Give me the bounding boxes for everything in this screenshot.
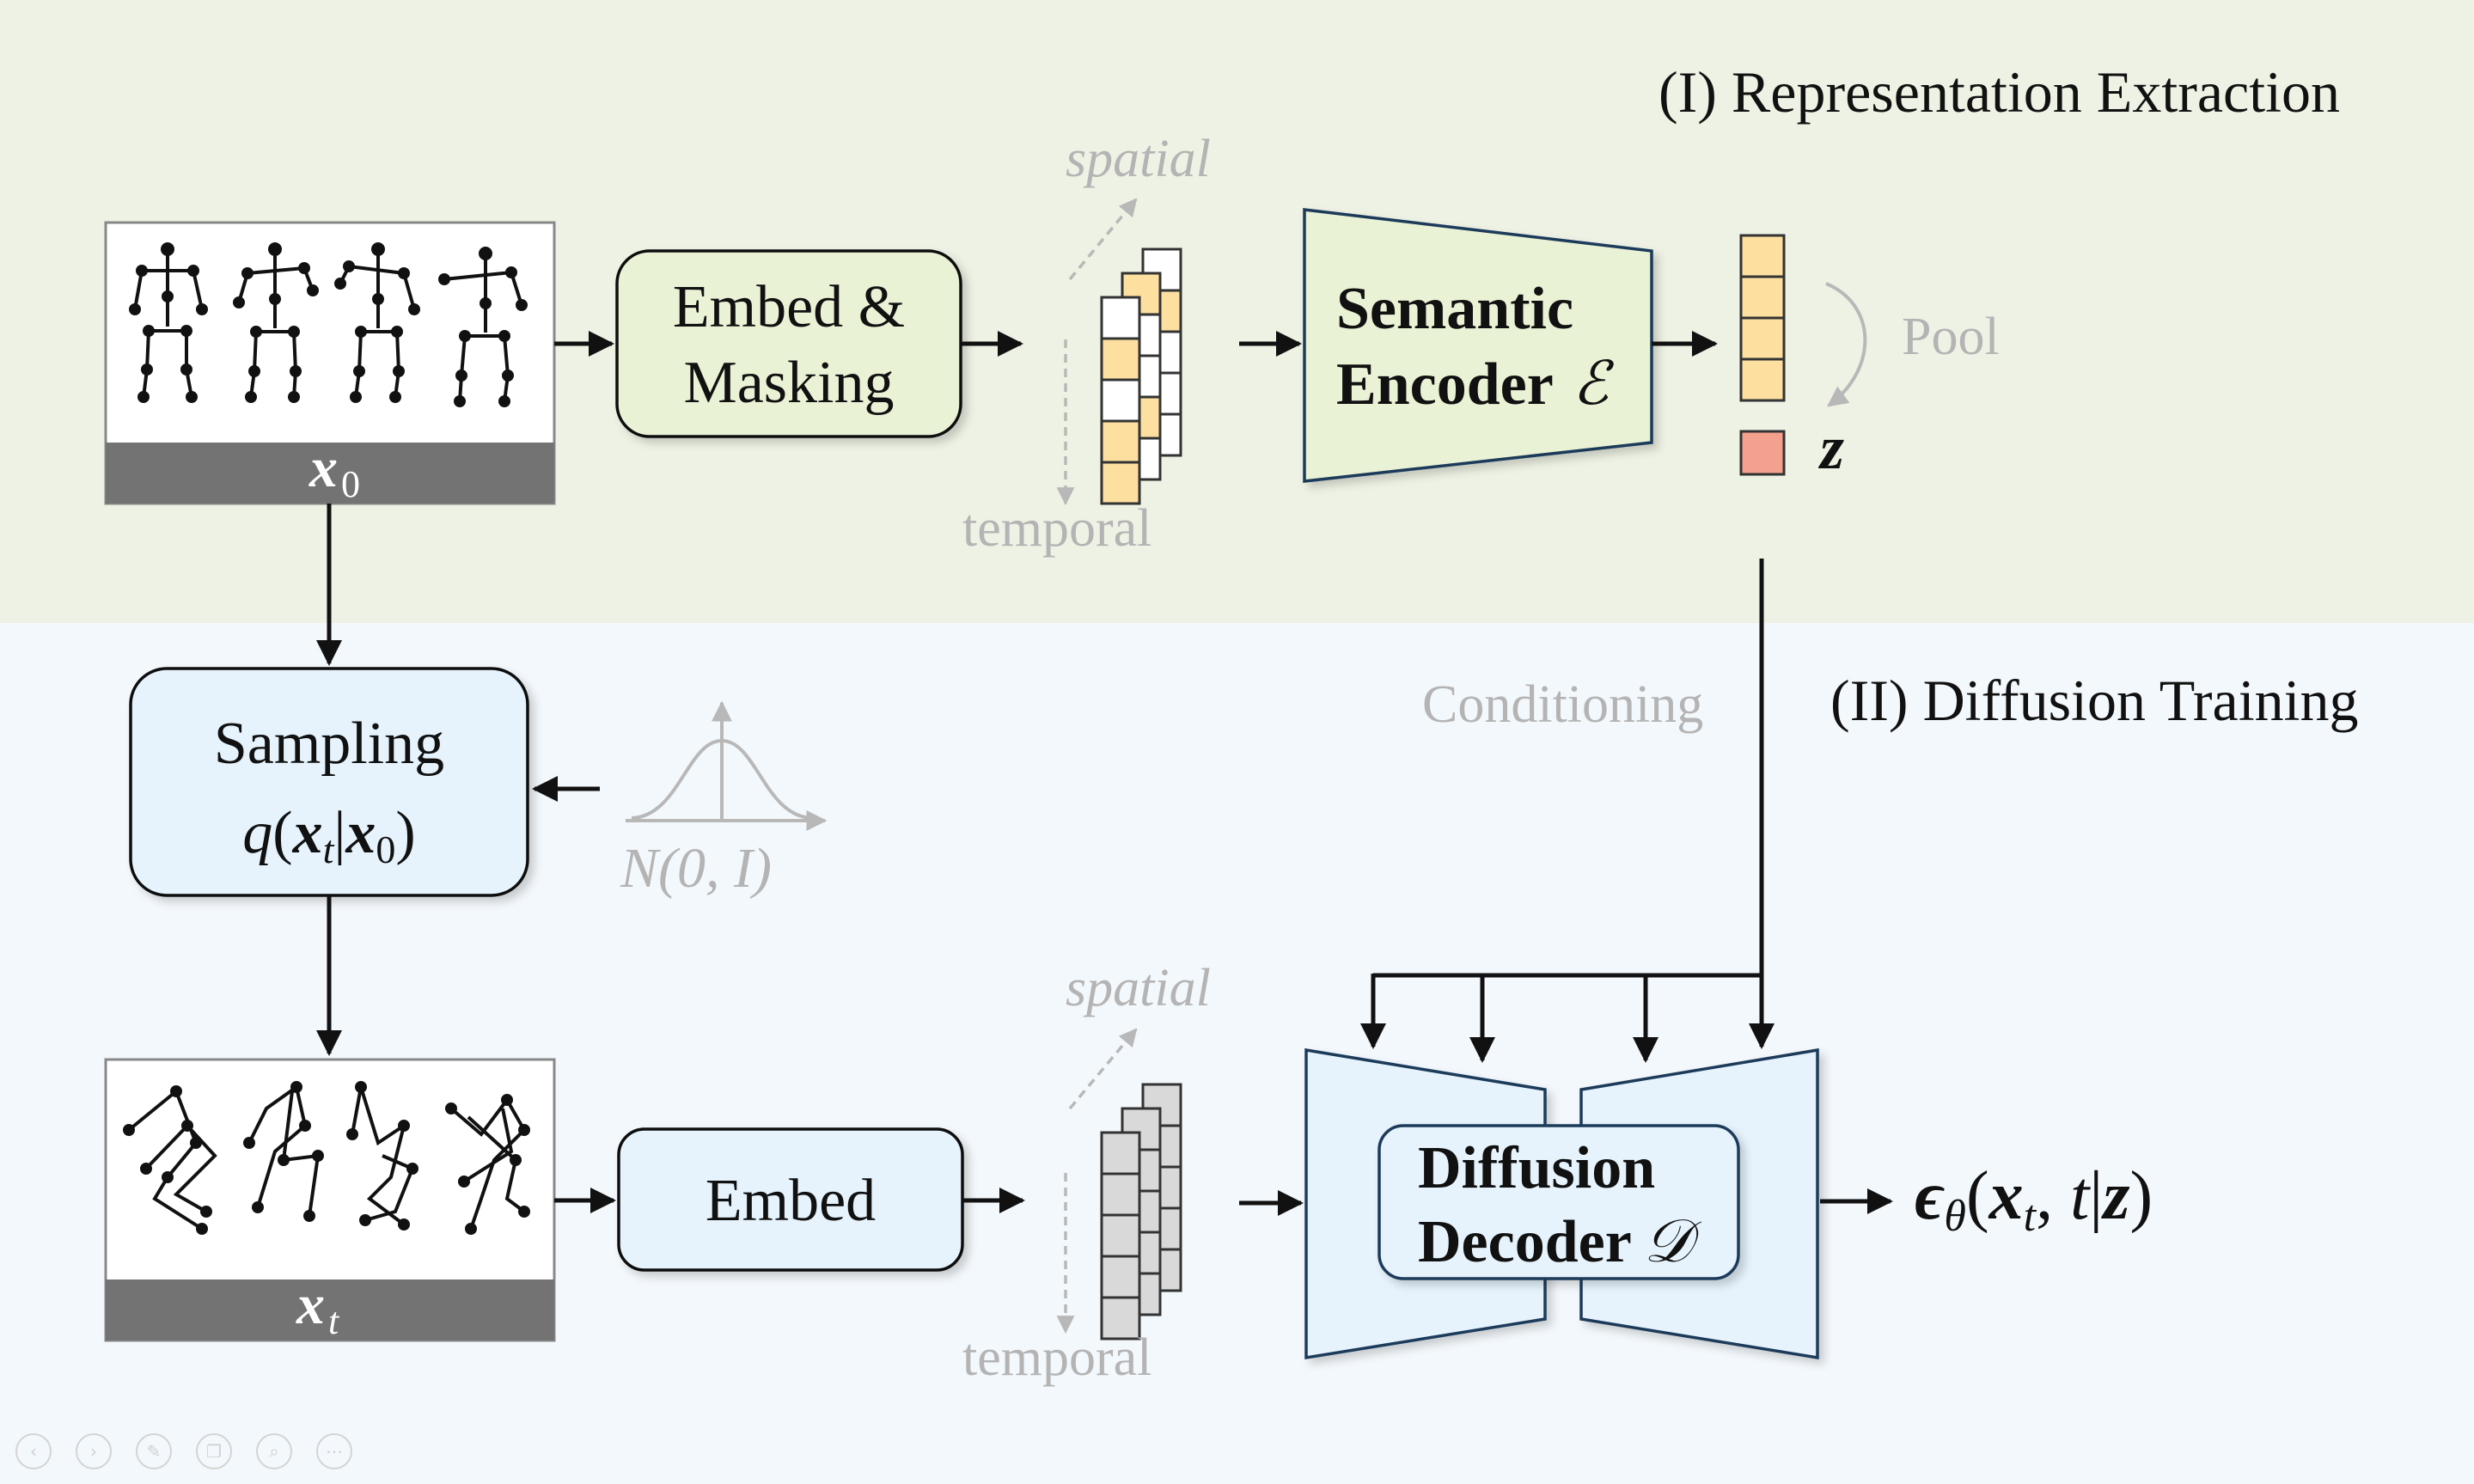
masked-token-stack <box>1100 247 1182 505</box>
xt-input-panel: xt <box>104 1058 556 1342</box>
xt-label-bar <box>106 1279 554 1340</box>
spatial-axis-arrow-bottom <box>1068 1028 1138 1110</box>
copy-icon[interactable]: ❐ <box>196 1433 232 1469</box>
decoder-label-line1: Diffusion <box>1418 1135 1655 1201</box>
more-icon[interactable]: ⋯ <box>316 1433 352 1469</box>
pool-label: Pool <box>1902 308 2000 366</box>
encoder-symbol: ℰ <box>1573 351 1615 418</box>
temporal-label-top: temporal <box>962 499 1151 558</box>
spatial-axis-arrow-top <box>1068 198 1138 281</box>
next-icon[interactable]: › <box>76 1433 112 1469</box>
skeleton-poses-noisy <box>123 1081 530 1235</box>
sampling-block: Sampling q(xt|x0) <box>129 667 529 897</box>
pen-icon[interactable]: ✎ <box>136 1433 172 1469</box>
encoder-output-tokens <box>1739 234 1786 402</box>
section-title-diffusion: (II) Diffusion Training <box>1830 668 2359 733</box>
encoder-label-line1: Semantic <box>1336 276 1573 342</box>
embed-masking-label-line2: Masking <box>684 350 895 416</box>
z-token <box>1739 430 1786 476</box>
embed-masking-block: Embed & Masking <box>615 249 962 438</box>
x0-input-panel: x0 <box>104 221 556 505</box>
section-title-representation: (I) Representation Extraction <box>1658 59 2340 125</box>
noise-label: N(0, I) <box>620 837 772 900</box>
skeleton-poses-clean <box>129 242 528 407</box>
xt-label: xt <box>296 1273 340 1342</box>
spatial-label-top: spatial <box>1066 130 1211 188</box>
temporal-label-bottom: temporal <box>962 1328 1151 1387</box>
zoom-icon[interactable]: ⌕ <box>256 1433 292 1469</box>
sampling-label: Sampling <box>214 711 444 777</box>
embed-label: Embed <box>706 1168 876 1234</box>
x0-label-bar <box>106 443 554 504</box>
z-label: z <box>1817 413 1844 482</box>
noisy-token-stack <box>1100 1083 1182 1340</box>
conditioning-label: Conditioning <box>1422 675 1703 734</box>
prev-icon[interactable]: ‹ <box>15 1433 52 1469</box>
pool-arrow <box>1825 282 1867 407</box>
spatial-label-bottom: spatial <box>1066 959 1211 1017</box>
decoder-inner-box <box>1377 1124 1740 1280</box>
embed-block: Embed <box>617 1127 964 1272</box>
x0-label: x0 <box>308 437 360 505</box>
gaussian-noise-icon: N(0, I) <box>620 700 828 900</box>
embed-masking-label-line1: Embed & <box>673 274 905 340</box>
presentation-toolbar: ‹ › ✎ ❐ ⌕ ⋯ <box>15 1433 352 1469</box>
output-formula: ϵθ(xt, t|z) <box>1915 1158 2153 1241</box>
